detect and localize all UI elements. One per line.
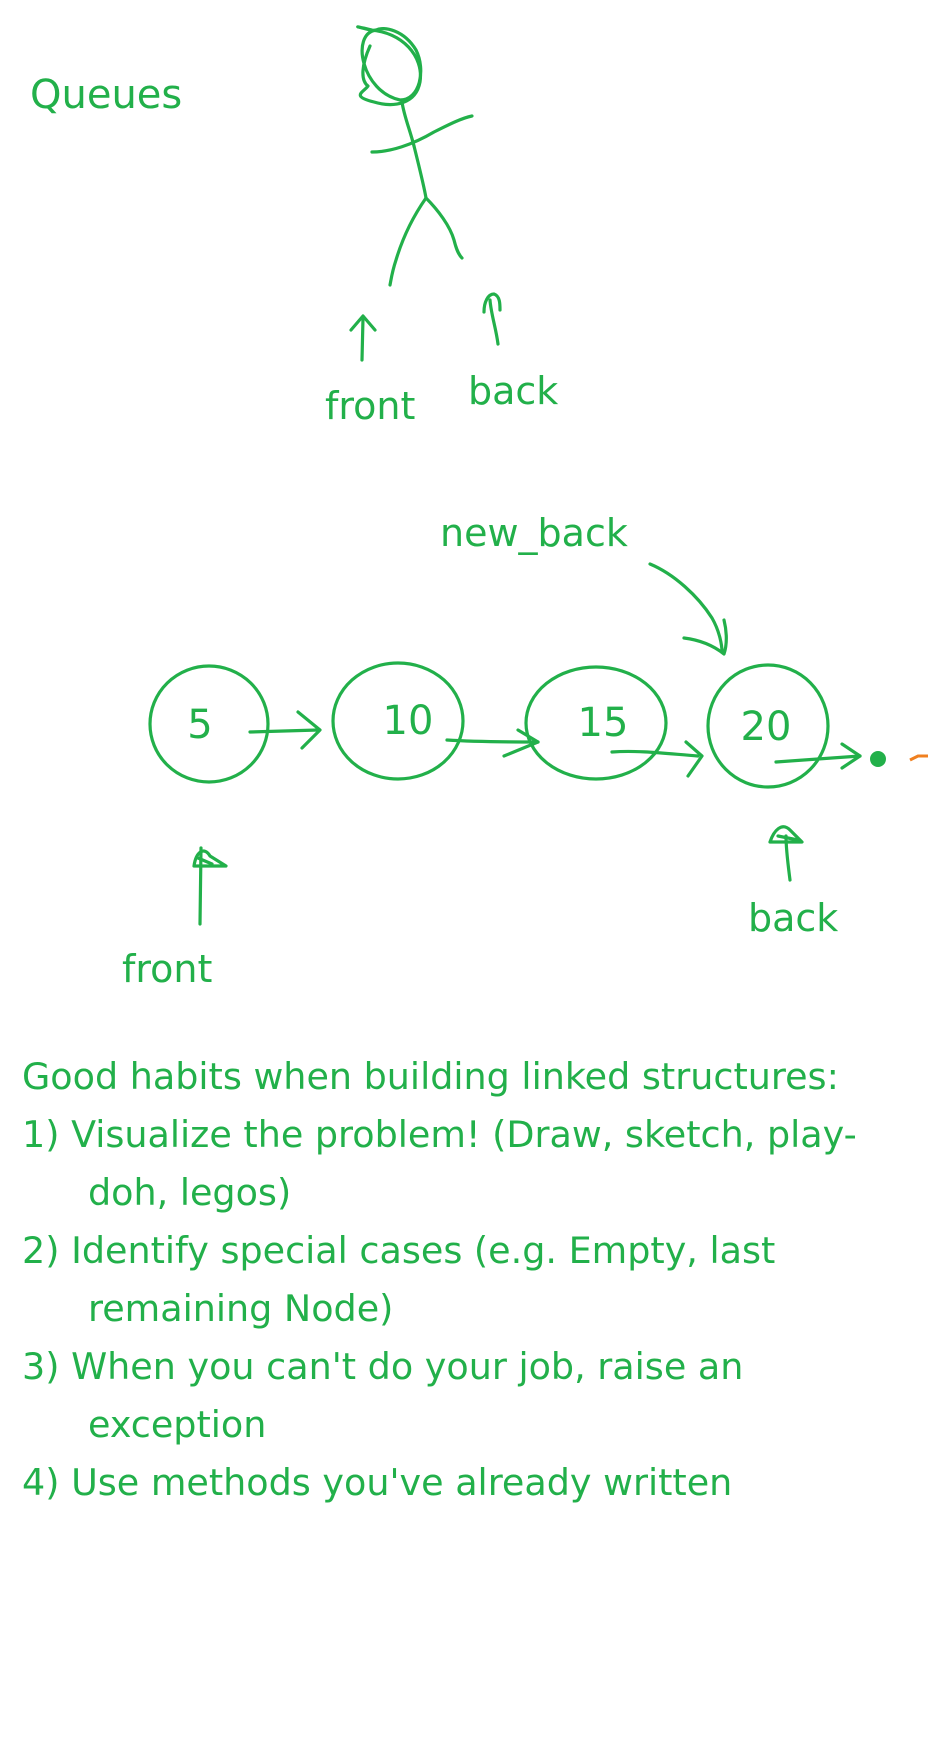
habit-item: 2) Identify special cases (e.g. Empty, l…: [22, 1229, 776, 1330]
node-value: 20: [741, 704, 792, 750]
front-label-top: front: [325, 384, 415, 428]
node-value: 15: [578, 700, 629, 746]
node-value: 5: [187, 702, 212, 748]
list-node: 20: [706, 663, 830, 789]
back-arrow-icon: [482, 292, 502, 346]
node-value: 10: [383, 698, 434, 744]
null-pointer-dot: [870, 751, 886, 767]
list-node: 15: [524, 665, 668, 781]
stick-figure-icon: [356, 25, 474, 287]
new-back-arrow-icon: [648, 562, 728, 656]
habits-heading: Good habits when building linked structu…: [22, 1055, 839, 1098]
front-arrow-icon: [349, 314, 377, 362]
habit-item: 4) Use methods you've already written: [22, 1461, 733, 1504]
back-arrow-icon: [768, 825, 804, 882]
back-label-top: back: [468, 369, 558, 413]
next-arrow-icon: [248, 710, 322, 750]
back-label-bottom: back: [748, 896, 838, 940]
list-node: 5: [148, 664, 270, 784]
habit-item: 1) Visualize the problem! (Draw, sketch,…: [22, 1113, 857, 1214]
list-node: 10: [331, 661, 465, 781]
next-arrow-icon: [610, 740, 704, 778]
next-arrow-icon: [445, 728, 540, 758]
page-title: Queues: [30, 72, 182, 118]
front-label-bottom: front: [122, 947, 212, 991]
orange-mark: [909, 754, 928, 762]
habits-section: Good habits when building linked structu…: [22, 1048, 912, 1512]
new-back-label: new_back: [440, 511, 628, 555]
habit-item: 3) When you can't do your job, raise an …: [22, 1345, 744, 1446]
front-arrow-icon: [192, 846, 228, 926]
next-arrow-icon: [774, 742, 862, 770]
